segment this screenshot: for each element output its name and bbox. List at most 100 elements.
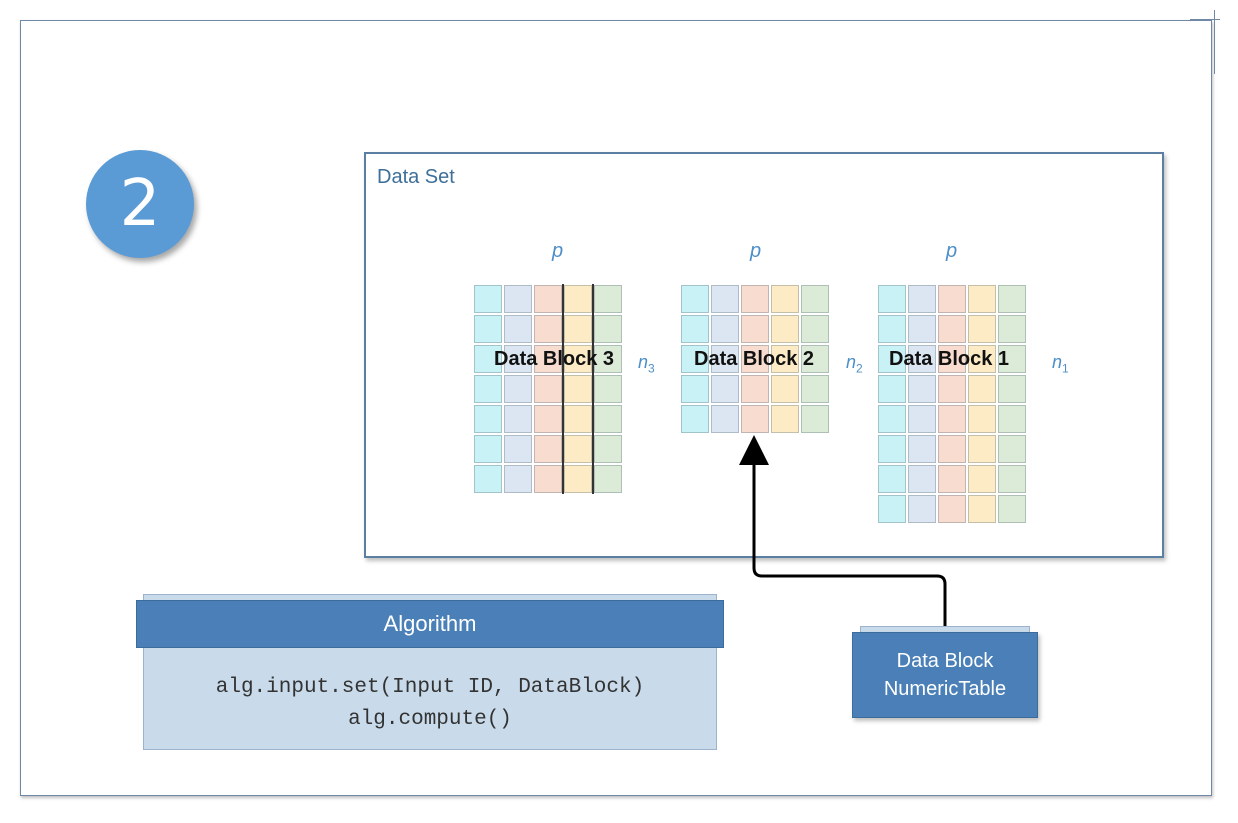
- grid-cell: [800, 284, 830, 314]
- data-block-2[interactable]: [680, 284, 830, 434]
- grid-cell: [593, 434, 623, 464]
- grid-cell: [473, 314, 503, 344]
- grid-cell: [563, 314, 593, 344]
- block-2-p-label: p: [750, 240, 762, 262]
- grid-cell: [967, 494, 997, 524]
- grid-cell: [503, 434, 533, 464]
- grid-cell: [503, 314, 533, 344]
- grid-cell: [907, 434, 937, 464]
- grid-cell: [877, 344, 907, 374]
- grid-cell: [593, 284, 623, 314]
- data-block-2-label: Data Block 2: [694, 348, 815, 370]
- data-block-3-column-separator: [562, 284, 564, 494]
- grid-cell: [680, 374, 710, 404]
- grid-cell: [533, 404, 563, 434]
- grid-cell: [680, 404, 710, 434]
- data-block-3[interactable]: [473, 284, 623, 494]
- data-set-title: Data Set: [377, 166, 455, 188]
- grid-cell: [877, 284, 907, 314]
- grid-cell: [907, 494, 937, 524]
- grid-cell: [473, 434, 503, 464]
- algorithm-code-line-1: alg.input.set(Input ID, DataBlock): [215, 676, 645, 699]
- grid-cell: [997, 374, 1027, 404]
- grid-cell: [503, 404, 533, 434]
- block-3-p-label: p: [552, 240, 564, 262]
- grid-cell: [877, 314, 907, 344]
- grid-cell: [937, 374, 967, 404]
- grid-cell: [997, 314, 1027, 344]
- data-block-3-grid: [473, 284, 623, 494]
- grid-cell: [800, 314, 830, 344]
- algorithm-header: Algorithm: [136, 600, 724, 648]
- grid-cell: [740, 404, 770, 434]
- grid-cell: [473, 404, 503, 434]
- grid-cell: [503, 464, 533, 494]
- grid-cell: [877, 404, 907, 434]
- grid-cell: [937, 344, 967, 374]
- grid-cell: [907, 314, 937, 344]
- grid-cell: [533, 284, 563, 314]
- grid-cell: [563, 284, 593, 314]
- grid-cell: [680, 314, 710, 344]
- grid-cell: [907, 464, 937, 494]
- grid-cell: [967, 344, 997, 374]
- grid-cell: [680, 284, 710, 314]
- grid-cell: [937, 314, 967, 344]
- data-block-1-label: Data Block 1: [889, 348, 1010, 370]
- grid-cell: [503, 374, 533, 404]
- grid-cell: [710, 344, 740, 374]
- grid-cell: [563, 344, 593, 374]
- grid-cell: [800, 374, 830, 404]
- grid-cell: [997, 344, 1027, 374]
- data-block-3-column-separator: [592, 284, 594, 494]
- grid-cell: [740, 284, 770, 314]
- algorithm-code: alg.input.set(Input ID, DataBlock) alg.c…: [143, 672, 717, 736]
- grid-cell: [473, 284, 503, 314]
- grid-cell: [937, 404, 967, 434]
- grid-cell: [533, 374, 563, 404]
- grid-cell: [770, 404, 800, 434]
- grid-cell: [770, 314, 800, 344]
- grid-cell: [937, 464, 967, 494]
- grid-cell: [967, 284, 997, 314]
- grid-cell: [997, 464, 1027, 494]
- grid-cell: [503, 284, 533, 314]
- grid-cell: [473, 374, 503, 404]
- data-block-2-grid: [680, 284, 830, 434]
- grid-cell: [907, 374, 937, 404]
- grid-cell: [503, 344, 533, 374]
- grid-cell: [710, 374, 740, 404]
- corner-mark-horizontal: [1190, 19, 1220, 20]
- numeric-table-box[interactable]: Data Block NumericTable: [852, 632, 1038, 718]
- algorithm-code-line-2: alg.compute(): [348, 708, 512, 731]
- grid-cell: [877, 374, 907, 404]
- numeric-table-line-1: Data Block: [896, 650, 994, 672]
- grid-cell: [800, 404, 830, 434]
- grid-cell: [710, 404, 740, 434]
- outer-frame: [20, 20, 1212, 796]
- block-2-n-label: n2: [846, 352, 863, 376]
- block-3-n-label: n3: [638, 352, 655, 376]
- grid-cell: [997, 434, 1027, 464]
- data-block-1[interactable]: [877, 284, 1027, 524]
- grid-cell: [907, 404, 937, 434]
- grid-cell: [967, 434, 997, 464]
- grid-cell: [907, 344, 937, 374]
- grid-cell: [533, 314, 563, 344]
- grid-cell: [997, 404, 1027, 434]
- grid-cell: [770, 344, 800, 374]
- grid-cell: [997, 494, 1027, 524]
- grid-cell: [710, 284, 740, 314]
- grid-cell: [967, 314, 997, 344]
- grid-cell: [937, 284, 967, 314]
- grid-cell: [680, 344, 710, 374]
- grid-cell: [937, 494, 967, 524]
- grid-cell: [593, 464, 623, 494]
- grid-cell: [770, 374, 800, 404]
- grid-cell: [937, 434, 967, 464]
- grid-cell: [563, 374, 593, 404]
- block-1-n-label: n1: [1052, 352, 1069, 376]
- grid-cell: [593, 374, 623, 404]
- grid-cell: [473, 344, 503, 374]
- grid-cell: [877, 464, 907, 494]
